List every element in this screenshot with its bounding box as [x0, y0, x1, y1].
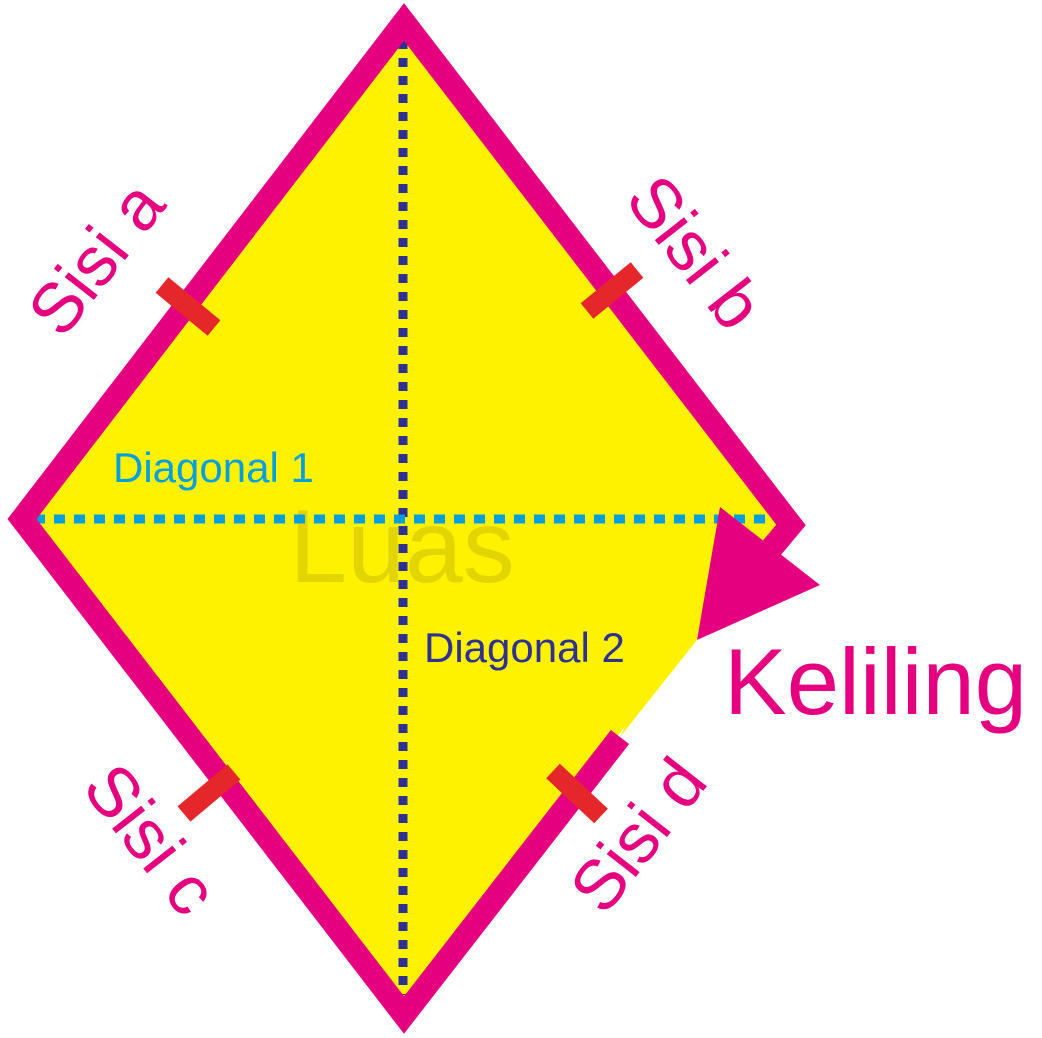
rhombus-border: [7, 3, 806, 1034]
perimeter-arrow-icon: [697, 507, 820, 640]
diagonal-1-label: Diagonal 1: [113, 444, 314, 491]
tick-mark-side-a: [155, 277, 221, 336]
side-a-label: Sisi a: [13, 167, 180, 350]
tick-mark-side-d: [546, 763, 608, 824]
tick-mark-side-c: [177, 764, 241, 822]
diagonal-2-label: Diagonal 2: [424, 624, 625, 671]
perimeter-label: Keliling: [724, 629, 1027, 734]
tick-mark-side-b: [580, 262, 644, 319]
rhombus-fill-wedge: [620, 560, 705, 737]
